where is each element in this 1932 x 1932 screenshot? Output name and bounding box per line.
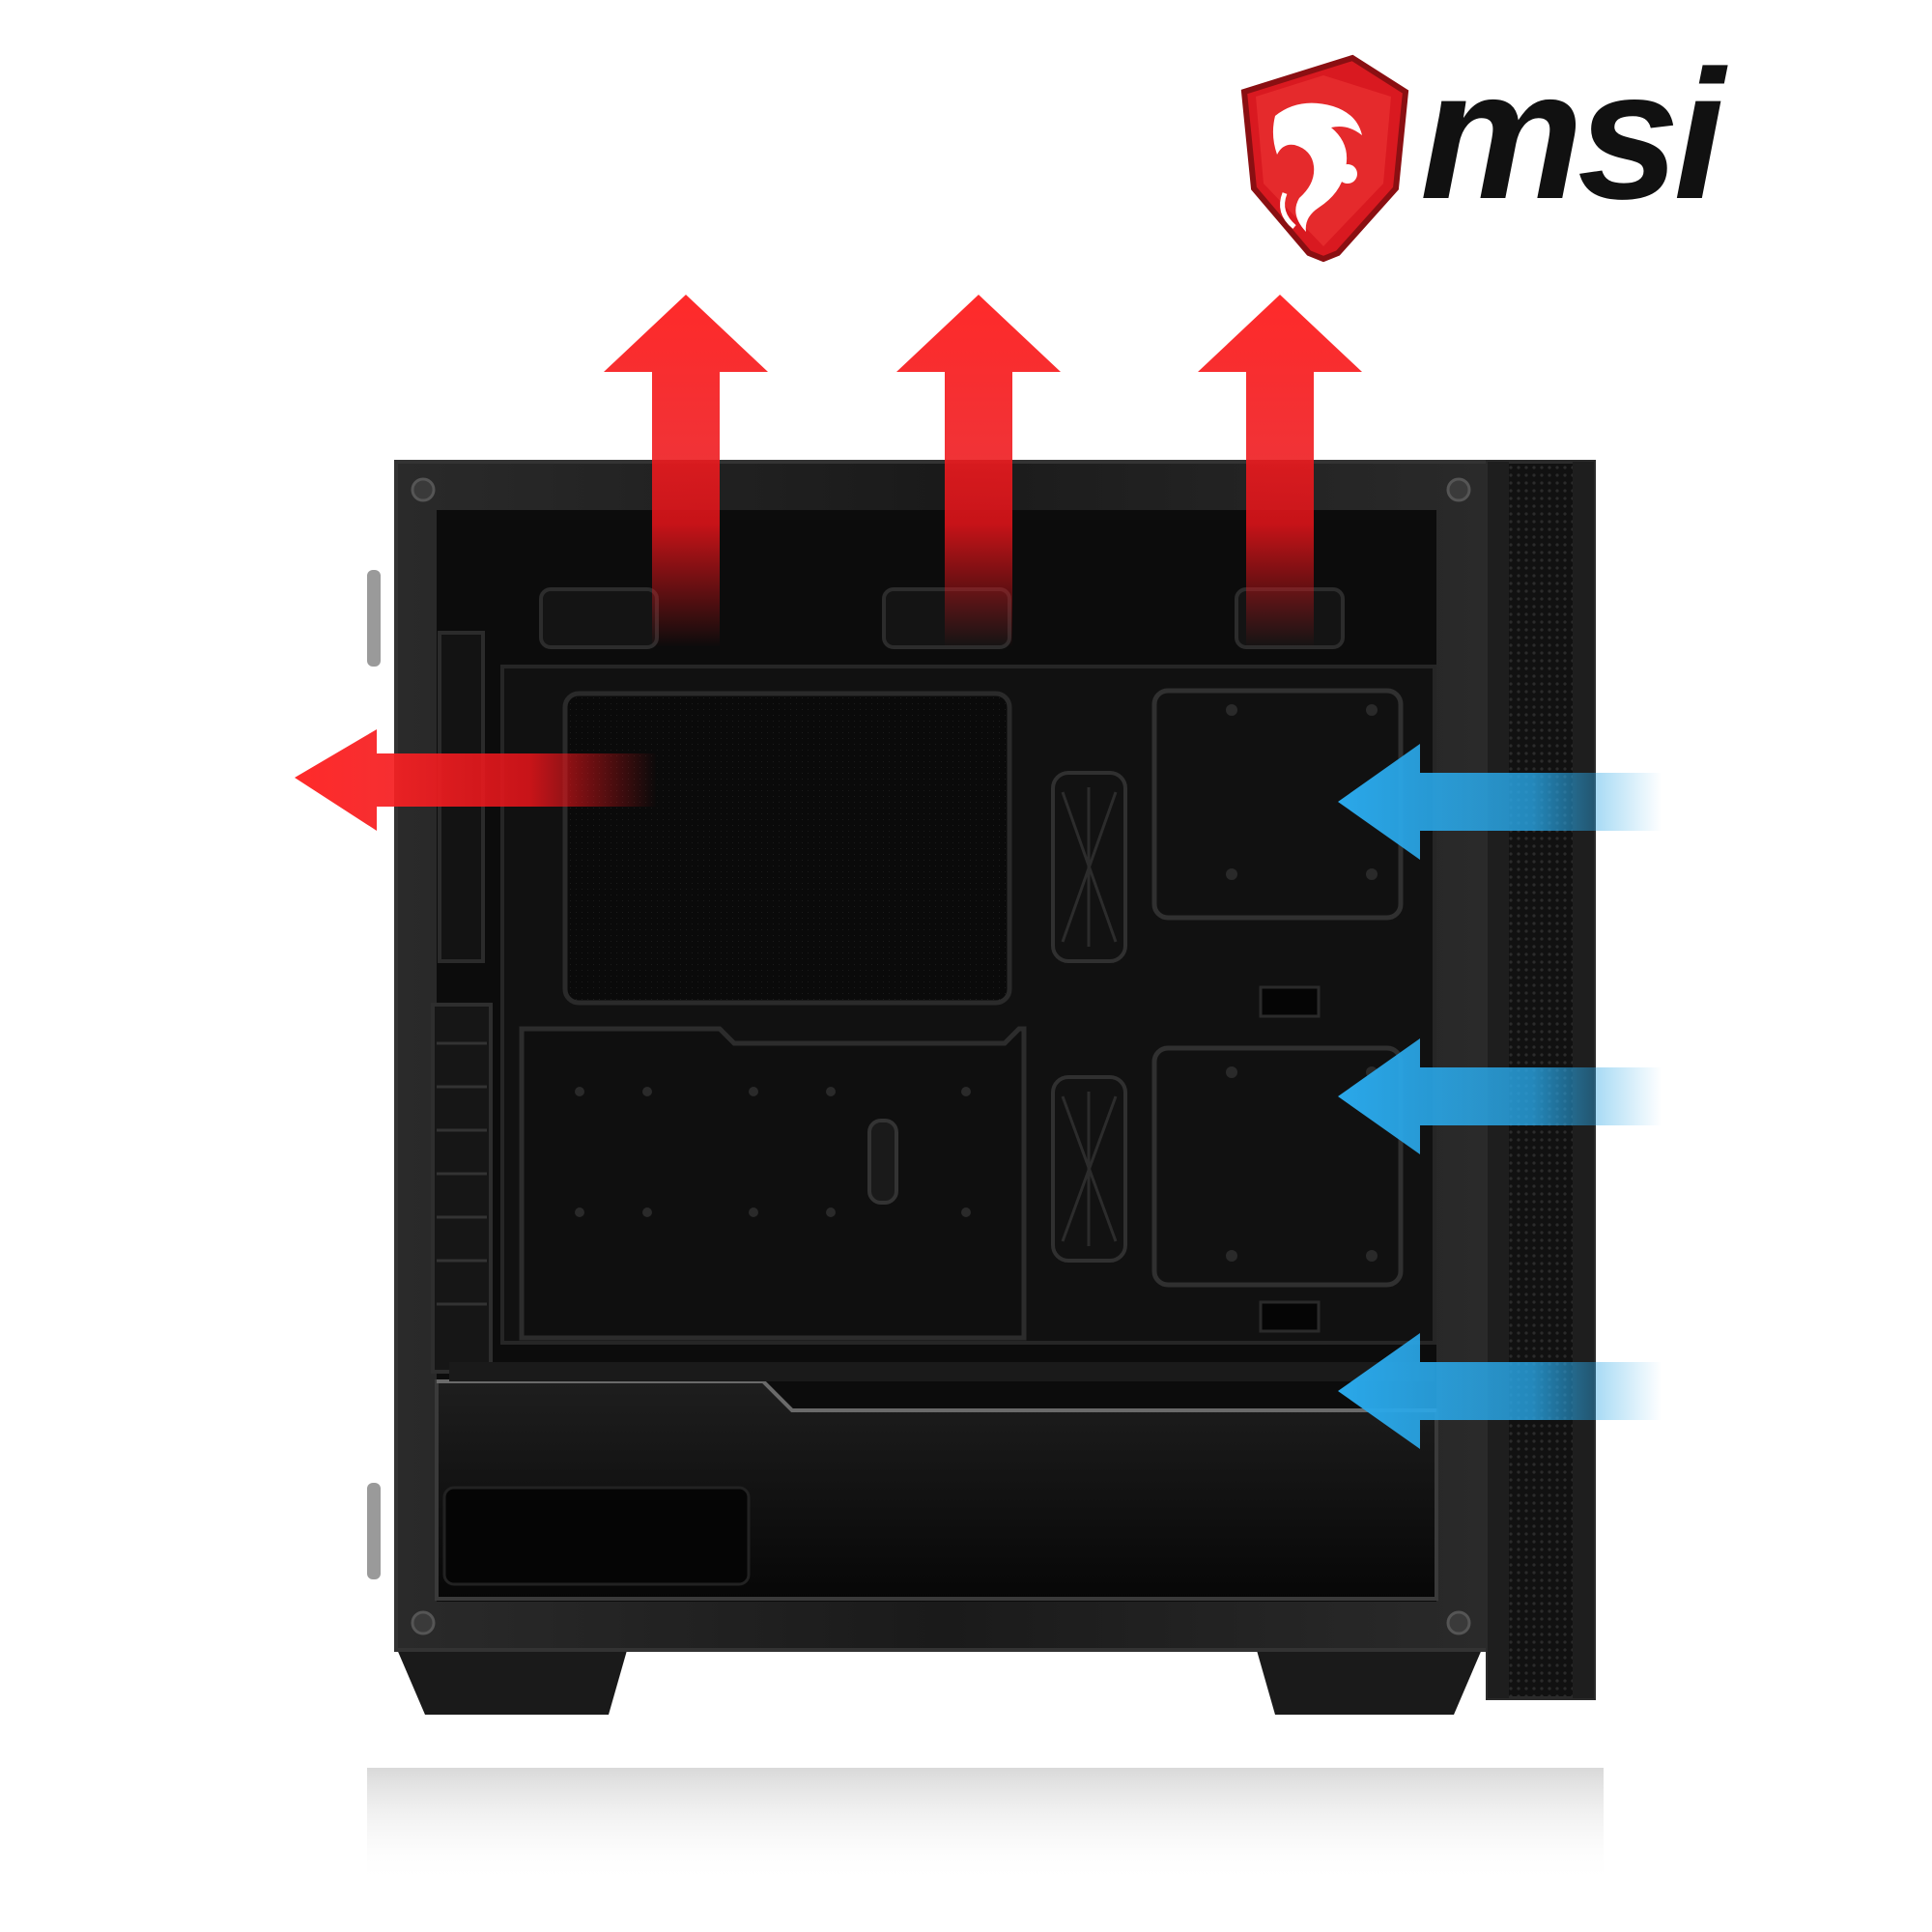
rear-expansion-slots [431, 1003, 493, 1374]
intake-arrow-top [1338, 744, 1662, 860]
intake-arrow-bottom [1338, 1333, 1662, 1449]
msi-logo: msi [1240, 33, 1735, 263]
case-foot-left [396, 1647, 628, 1715]
dragon-icon [1272, 102, 1362, 233]
exhaust-arrows [295, 295, 1362, 831]
frame-screws [411, 477, 1471, 1635]
intake-arrows [1338, 744, 1662, 1449]
psu-window [442, 1486, 751, 1586]
pc-case [367, 460, 1596, 1715]
intake-arrow-middle [1338, 1038, 1662, 1154]
msi-wordmark: msi [1420, 33, 1729, 238]
floor-reflection [367, 1768, 1604, 1884]
lower-tray-panel [519, 1026, 1027, 1341]
exhaust-arrow-top-center [896, 295, 1061, 647]
panel-hinges [367, 570, 381, 1579]
cpu-cutout-panel [562, 691, 1012, 1006]
case-foot-right [1256, 1647, 1483, 1715]
exhaust-arrow-top-right [1198, 295, 1362, 647]
exhaust-arrow-top-left [604, 295, 768, 647]
exhaust-arrow-rear [295, 729, 657, 831]
ssd-drive-trays [1151, 688, 1404, 1288]
